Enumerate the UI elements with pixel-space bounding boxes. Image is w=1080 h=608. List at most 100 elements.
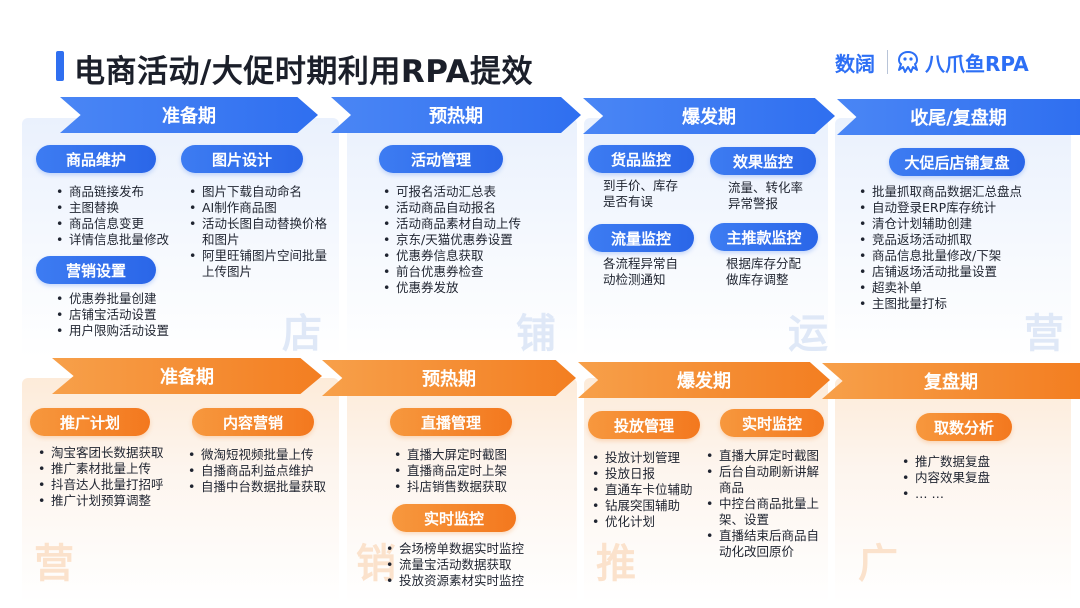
- bazhuayu-logo: 八爪鱼RPA: [895, 45, 1029, 79]
- shop-watermark-1: 店: [282, 311, 322, 357]
- title-accent-bar: [56, 51, 64, 81]
- list-item: 图片下载自动命名: [187, 184, 332, 200]
- list-item: 直播大屏定时截图: [704, 448, 828, 464]
- list-item: 京东/天猫优惠券设置: [381, 232, 573, 248]
- list-item: 流量宝活动数据获取: [384, 557, 576, 573]
- list-item: 微淘短视频批量上传: [186, 447, 338, 463]
- list-item: 清仓计划辅助创建: [857, 216, 1067, 232]
- shop-prep-marketing-list: 优惠券批量创建 店铺宝活动设置 用户限购活动设置: [54, 291, 204, 339]
- promo-watermark-1: 营: [34, 541, 74, 587]
- promo-burst-ads-tag: 投放管理: [588, 411, 700, 439]
- promo-prep-plan-tag: 推广计划: [30, 408, 150, 436]
- promo-watermark-3: 推: [596, 541, 636, 587]
- shop-phase-warm: 预热期: [331, 97, 581, 133]
- shop-end-review-tag: 大促后店铺复盘: [889, 148, 1025, 176]
- list-item: 用户限购活动设置: [54, 323, 204, 339]
- list-item: 钻展突围辅助: [590, 498, 710, 514]
- shop-phase-prep: 准备期: [60, 97, 318, 133]
- list-item: 内容效果复盘: [900, 470, 1060, 486]
- promo-end-analysis-tag: 取数分析: [916, 413, 1012, 441]
- promo-prep-plan-list: 淘宝客团长数据获取 推广素材批量上传 抖音达人批量打招呼 推广计划预算调整: [36, 445, 186, 509]
- list-item: 店铺宝活动设置: [54, 307, 204, 323]
- shop-burst-hero-tag: 主推款监控: [710, 223, 818, 251]
- shop-burst-traffic-tag: 流量监控: [588, 224, 694, 252]
- list-item: 投放计划管理: [590, 450, 710, 466]
- shop-burst-traffic-text: 各流程异常自 动检测通知: [603, 256, 679, 287]
- list-item: 抖店销售数据获取: [392, 479, 572, 495]
- promo-warm-monitor-list: 会场榜单数据实时监控 流量宝活动数据获取 投放资源素材实时监控: [384, 541, 576, 589]
- shop-watermark-2: 铺: [516, 311, 556, 357]
- promo-burst-ads-list: 投放计划管理 投放日报 直通车卡位辅助 钻展突围辅助 优化计划: [590, 450, 710, 530]
- shop-watermark-4: 营: [1024, 311, 1064, 357]
- shop-phase-burst: 爆发期: [583, 98, 835, 134]
- logo-divider: [887, 50, 888, 74]
- promo-watermark-4: 广: [858, 541, 898, 587]
- shop-burst-effect-text: 流量、转化率 异常警报: [728, 180, 804, 211]
- promo-warm-live-list: 直播大屏定时截图 直播商品定时上架 抖店销售数据获取: [392, 447, 572, 495]
- list-item: 竞品返场活动抓取: [857, 232, 1067, 248]
- shop-warm-activity-tag: 活动管理: [379, 145, 503, 173]
- list-item: 阿里旺铺图片空间批量上传图片: [187, 248, 332, 280]
- shop-burst-goods-text: 到手价、库存 是否有误: [603, 178, 679, 209]
- promo-warm-monitor-tag: 实时监控: [392, 504, 516, 532]
- list-item: 活动长图自动替换价格和图片: [187, 216, 332, 248]
- list-item: 直播结束后商品自动化改回原价: [704, 528, 828, 560]
- shop-burst-effect-tag: 效果监控: [710, 147, 816, 175]
- list-item: 投放资源素材实时监控: [384, 573, 576, 589]
- list-item: 直播大屏定时截图: [392, 447, 572, 463]
- shop-prep-image-tag: 图片设计: [181, 145, 303, 173]
- shuchan-logo: 数阔: [835, 51, 875, 76]
- list-item: 自播中台数据批量获取: [186, 479, 338, 495]
- list-item: 推广素材批量上传: [36, 461, 186, 477]
- list-item: 主图批量打标: [857, 296, 1067, 312]
- shop-phase-end: 收尾/复盘期: [837, 99, 1080, 135]
- promo-prep-content-tag: 内容营销: [192, 408, 314, 436]
- list-item: 优惠券发放: [381, 280, 573, 296]
- list-item: 优惠券信息获取: [381, 248, 573, 264]
- list-item: 超卖补单: [857, 280, 1067, 296]
- list-item: 可报名活动汇总表: [381, 184, 573, 200]
- list-item: 前台优惠券检查: [381, 264, 573, 280]
- promo-end-analysis-list: 推广数据复盘 内容效果复盘 … …: [900, 454, 1060, 502]
- shop-prep-marketing-tag: 营销设置: [36, 256, 156, 284]
- list-item: 推广数据复盘: [900, 454, 1060, 470]
- list-item: 商品信息批量修改/下架: [857, 248, 1067, 264]
- shop-prep-image-list: 图片下载自动命名 AI制作商品图 活动长图自动替换价格和图片 阿里旺铺图片空间批…: [187, 184, 332, 280]
- list-item: 直通车卡位辅助: [590, 482, 710, 498]
- list-item: 活动商品自动报名: [381, 200, 573, 216]
- promo-warm-live-tag: 直播管理: [390, 408, 512, 436]
- promo-burst-monitor-tag: 实时监控: [720, 409, 824, 437]
- octopus-icon: [898, 51, 918, 73]
- shop-warm-activity-list: 可报名活动汇总表 活动商品自动报名 活动商品素材自动上传 京东/天猫优惠券设置 …: [381, 184, 573, 296]
- shop-burst-hero-text: 根据库存分配 做库存调整: [726, 256, 802, 287]
- list-item: 抖音达人批量打招呼: [36, 477, 186, 493]
- list-item: 详情信息批量修改: [54, 232, 184, 248]
- page-title: 电商活动/大促时期利用RPA提效: [74, 54, 534, 90]
- bazhuayu-logo-text: 八爪鱼RPA: [925, 51, 1029, 76]
- list-item: 商品链接发布: [54, 184, 184, 200]
- promo-burst-monitor-list: 直播大屏定时截图 后台自动刷新讲解商品 中控台商品批量上架、设置 直播结束后商品…: [704, 448, 828, 560]
- promo-phase-end: 复盘期: [822, 363, 1080, 399]
- list-item: AI制作商品图: [187, 200, 332, 216]
- shop-prep-product-tag: 商品维护: [36, 145, 156, 173]
- list-item: 优化计划: [590, 514, 710, 530]
- shop-end-review-list: 批量抓取商品数据汇总盘点 自动登录ERP库存统计 清仓计划辅助创建 竞品返场活动…: [857, 184, 1067, 312]
- promo-prep-content-list: 微淘短视频批量上传 自播商品利益点维护 自播中台数据批量获取: [186, 447, 338, 495]
- promo-phase-prep: 准备期: [52, 358, 322, 394]
- list-item: 店铺返场活动批量设置: [857, 264, 1067, 280]
- shop-burst-goods-tag: 货品监控: [588, 145, 694, 173]
- list-item: 淘宝客团长数据获取: [36, 445, 186, 461]
- list-item: 主图替换: [54, 200, 184, 216]
- promo-phase-warm: 预热期: [322, 360, 576, 396]
- list-item: 会场榜单数据实时监控: [384, 541, 576, 557]
- list-item: 后台自动刷新讲解商品: [704, 464, 828, 496]
- shop-prep-product-list: 商品链接发布 主图替换 商品信息变更 详情信息批量修改: [54, 184, 184, 248]
- list-item: 直播商品定时上架: [392, 463, 572, 479]
- list-item: 投放日报: [590, 466, 710, 482]
- list-item: 批量抓取商品数据汇总盘点: [857, 184, 1067, 200]
- list-item: 优惠券批量创建: [54, 291, 204, 307]
- list-item: 自播商品利益点维护: [186, 463, 338, 479]
- list-item: 自动登录ERP库存统计: [857, 200, 1067, 216]
- list-item: 推广计划预算调整: [36, 493, 186, 509]
- list-item: 中控台商品批量上架、设置: [704, 496, 828, 528]
